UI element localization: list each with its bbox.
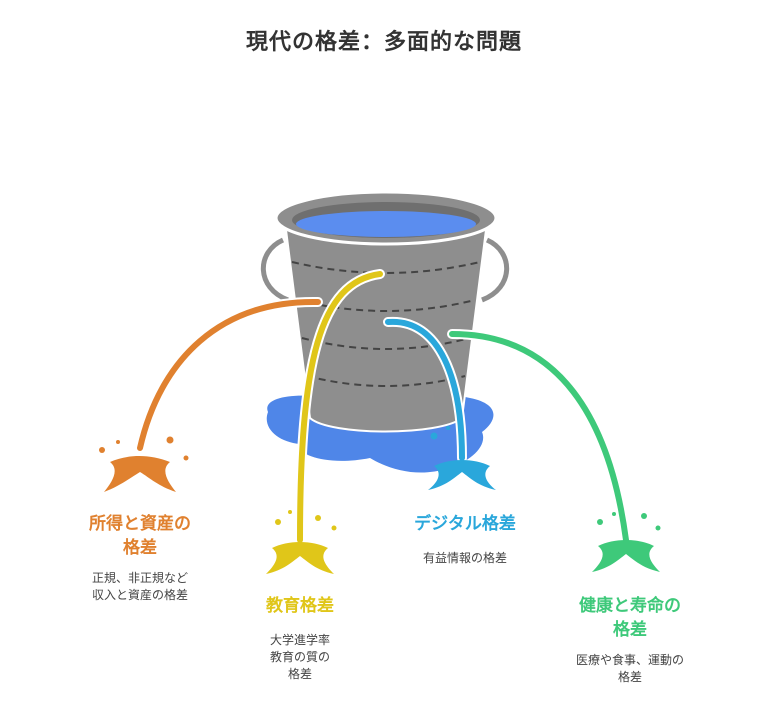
bucket-water	[296, 211, 476, 237]
desc-digital: 有益情報の格差	[422, 551, 507, 565]
desc-education: 大学進学率 教育の質の 格差	[269, 633, 330, 681]
label-health-life: 健康と寿命の 格差	[579, 596, 681, 640]
label-digital: デジタル格差	[414, 514, 516, 534]
orange-splash	[104, 456, 176, 492]
label-education: 教育格差	[266, 596, 334, 616]
bucket-handle	[260, 237, 510, 303]
bucket-hoop	[301, 337, 471, 350]
bucket-hoop	[306, 375, 466, 387]
yellow-splash	[266, 542, 334, 574]
yellow-leak-stream	[297, 271, 383, 543]
green-splash	[592, 540, 660, 572]
blue-leak-stream	[385, 318, 465, 461]
page-title: 現代の格差：多面的な問題	[245, 30, 522, 55]
desc-health-life: 医療や食事、運動の 格差	[575, 653, 684, 684]
blue-splash	[428, 460, 496, 490]
orange-leak-stream	[137, 298, 321, 451]
label-income-assets: 所得と資産の 格差	[89, 514, 191, 558]
bucket-hoop	[296, 299, 476, 312]
desc-income-assets: 正規、非正規など 収入と資産の格差	[91, 571, 188, 602]
green-leak-stream	[449, 331, 629, 543]
